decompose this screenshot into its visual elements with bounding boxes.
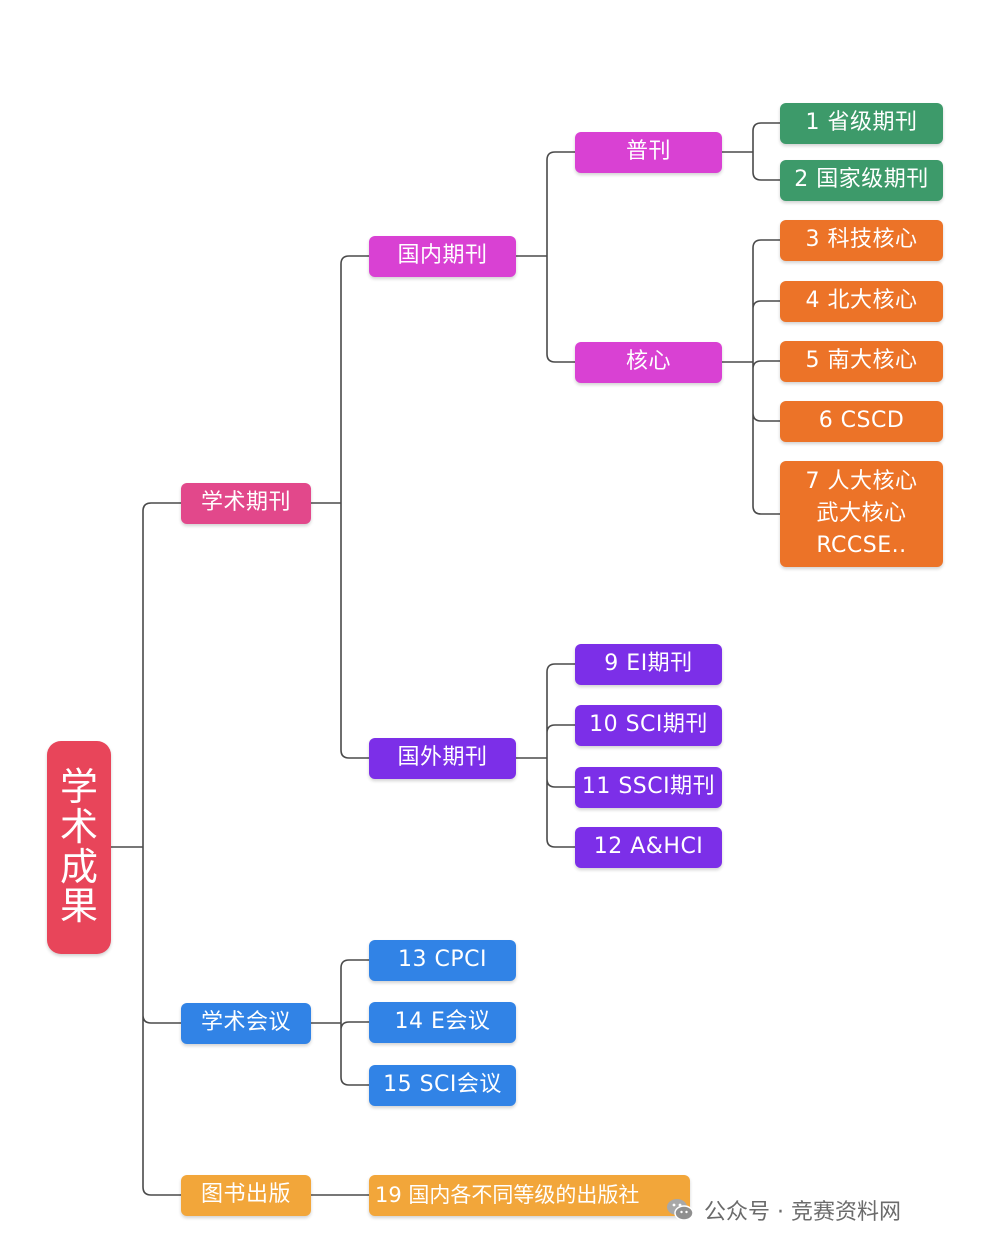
node-nju-core[interactable]: 5 南大核心: [780, 341, 943, 382]
connector-line-2: [311, 959, 369, 1086]
node-sci-journals[interactable]: 10 SCI期刊: [575, 705, 722, 746]
node-pku-core[interactable]: 4 北大核心: [780, 281, 943, 322]
node-ei-journals-label: 9 EI期刊: [604, 651, 693, 677]
node-sci-journals-label: 10 SCI期刊: [589, 712, 708, 738]
node-renmin-core-line1: 7 人大核心: [805, 469, 918, 495]
node-book-publishing-label: 图书出版: [200, 1182, 291, 1208]
node-sci-conference-label: 15 SCI会议: [383, 1072, 502, 1098]
node-domestic-journals-label: 国内期刊: [397, 243, 488, 269]
node-ei-journals[interactable]: 9 EI期刊: [575, 644, 722, 685]
node-domestic-publishers[interactable]: 19 国内各不同等级的出版社: [369, 1175, 690, 1216]
node-renmin-core-line2: 武大核心: [816, 501, 907, 527]
node-cscd[interactable]: 6 CSCD: [780, 401, 943, 442]
wechat-icon: [667, 1199, 694, 1221]
node-sci-conference[interactable]: 15 SCI会议: [369, 1065, 516, 1106]
node-ssci-journals[interactable]: 11 SSCI期刊: [575, 767, 722, 808]
node-renmin-core[interactable]: 7 人大核心 武大核心 RCCSE..: [780, 461, 943, 567]
connector-line-7: [722, 239, 780, 515]
node-provincial-journals-label: 1 省级期刊: [805, 110, 918, 136]
node-academic-journals-label: 学术期刊: [200, 490, 291, 516]
watermark-text: 公众号 · 竞赛资料网: [704, 1200, 901, 1225]
node-tech-core-label: 3 科技核心: [805, 227, 918, 253]
node-academic-conferences-label: 学术会议: [200, 1010, 291, 1036]
connector-line-0: [111, 502, 181, 1196]
node-domestic-publishers-label: 19 国内各不同等级的出版社: [375, 1182, 640, 1207]
node-ahci-journals-label: 12 A&HCI: [593, 834, 704, 860]
node-foreign-journals-label: 国外期刊: [397, 745, 488, 771]
connector-line-1: [311, 255, 369, 759]
node-book-publishing[interactable]: 图书出版: [181, 1175, 311, 1216]
connector-line-5: [516, 663, 575, 848]
node-national-journals-label: 2 国家级期刊: [794, 167, 929, 193]
node-domestic-journals[interactable]: 国内期刊: [369, 236, 516, 277]
node-e-conference-label: 14 E会议: [394, 1009, 491, 1035]
node-cpci-label: 13 CPCI: [398, 947, 487, 973]
node-foreign-journals[interactable]: 国外期刊: [369, 738, 516, 779]
node-general-journals[interactable]: 普刊: [575, 132, 722, 173]
node-nju-core-label: 5 南大核心: [805, 348, 918, 374]
node-cscd-label: 6 CSCD: [818, 408, 905, 434]
node-e-conference[interactable]: 14 E会议: [369, 1002, 516, 1043]
node-ssci-journals-label: 11 SSCI期刊: [581, 774, 716, 800]
node-provincial-journals[interactable]: 1 省级期刊: [780, 103, 943, 144]
node-cpci[interactable]: 13 CPCI: [369, 940, 516, 981]
node-core-journals-label: 核心: [625, 349, 671, 375]
connector-line-4: [516, 151, 575, 363]
node-academic-journals[interactable]: 学术期刊: [181, 483, 311, 524]
node-renmin-core-line3: RCCSE..: [816, 532, 907, 558]
watermark: 公众号 · 竞赛资料网: [664, 1192, 901, 1228]
node-pku-core-label: 4 北大核心: [805, 288, 918, 314]
node-core-journals[interactable]: 核心: [575, 342, 722, 383]
root-node-academic-achievements[interactable]: 学术成果: [47, 741, 111, 954]
node-national-journals[interactable]: 2 国家级期刊: [780, 160, 943, 201]
node-academic-conferences[interactable]: 学术会议: [181, 1003, 311, 1044]
node-ahci-journals[interactable]: 12 A&HCI: [575, 827, 722, 868]
node-general-journals-label: 普刊: [625, 139, 671, 165]
root-label: 学术成果: [60, 764, 99, 929]
connector-line-6: [722, 122, 780, 181]
node-tech-core[interactable]: 3 科技核心: [780, 220, 943, 261]
